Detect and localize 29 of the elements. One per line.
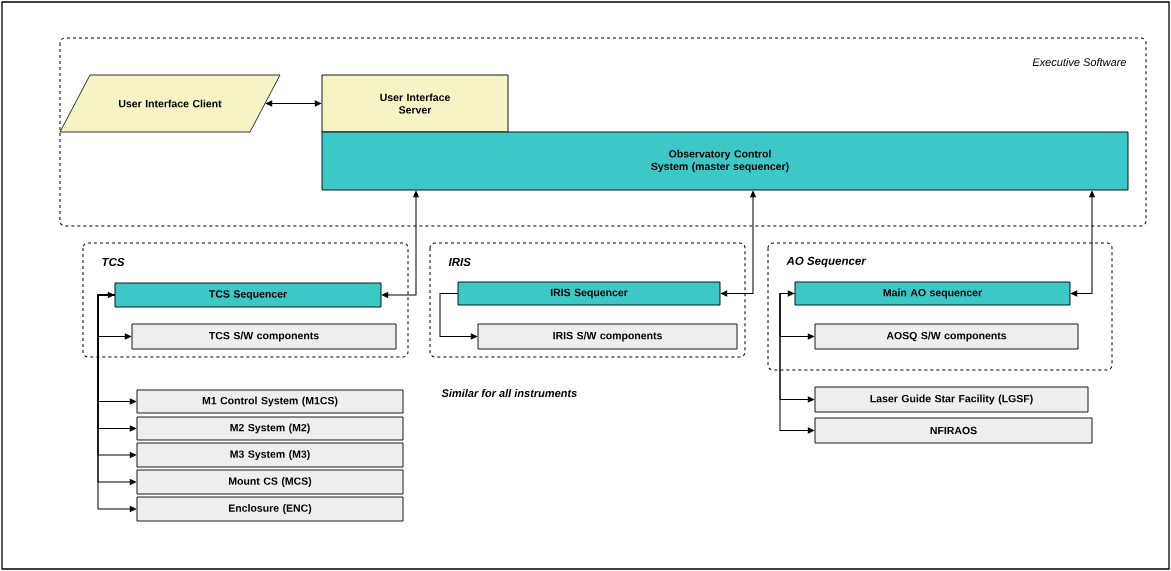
arrow <box>439 293 478 340</box>
arrow <box>779 293 815 434</box>
arrow <box>381 190 419 298</box>
arrow <box>720 190 756 297</box>
note-text: Similar for all instruments <box>441 388 577 398</box>
component-box: Laser Guide Star Facility (LGSF) <box>814 386 1089 413</box>
group-title: Executive Software <box>1032 57 1127 67</box>
group-title: TCS <box>102 257 125 267</box>
component-box: M1 Control System (M1CS) <box>136 389 404 414</box>
arrow <box>1071 190 1095 297</box>
arrow <box>779 290 795 297</box>
component-box: NFIRAOS <box>814 417 1093 444</box>
client-parallelogram: User Interface Client <box>59 74 281 133</box>
component-box: Enclosure (ENC) <box>136 496 404 522</box>
group-title: AO Sequencer <box>786 256 867 268</box>
sequencer-box: IRIS Sequencer <box>457 281 721 306</box>
component-box: Mount CS (MCS) <box>136 469 404 495</box>
component-box: M3 System (M3) <box>136 442 404 468</box>
arrow <box>97 292 115 298</box>
component-box: M2 System (M2) <box>136 416 404 441</box>
sequencer-box: Observatory Control System (master sequencer) <box>321 131 1129 191</box>
component-box: IRIS S/W components <box>477 323 738 350</box>
sequencer-box: TCS Sequencer <box>114 282 382 308</box>
component-box: TCS S/W components <box>131 323 397 350</box>
server-box: User Interface Server <box>321 74 509 133</box>
component-box: AOSQ S/W components <box>814 323 1079 350</box>
arrow <box>265 100 322 107</box>
group-title: IRIS <box>448 257 471 267</box>
sequencer-box: Main AO sequencer <box>794 281 1071 306</box>
